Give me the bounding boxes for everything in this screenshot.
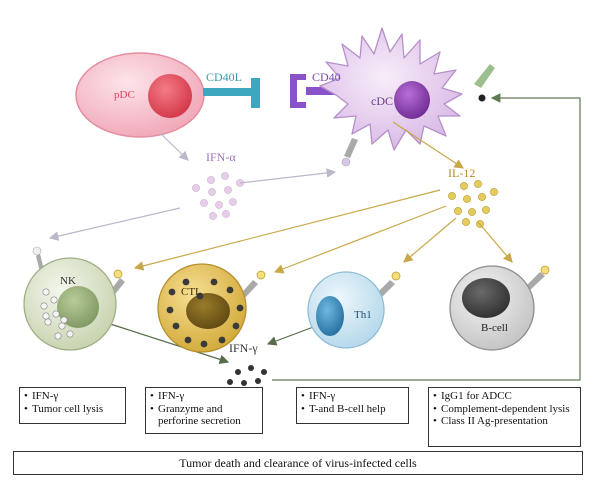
ifn-gamma-label: IFN-γ xyxy=(229,341,258,355)
il12-dot xyxy=(460,182,468,190)
b-cell-nucleus xyxy=(462,278,510,318)
il12-dot xyxy=(468,208,476,216)
cdc-antigen-receptor xyxy=(474,64,495,102)
nk-granule xyxy=(40,302,48,310)
th1-nucleus xyxy=(316,296,344,336)
ctl-granule xyxy=(236,304,244,312)
pdc-cell xyxy=(75,52,205,138)
nk-granule xyxy=(42,312,50,320)
list-item: •Tumor cell lysis xyxy=(24,402,104,415)
ctl-granule xyxy=(172,322,180,330)
b-cell xyxy=(449,265,550,351)
ifn-alpha-dot xyxy=(192,184,200,192)
nk-granule xyxy=(52,310,60,318)
list-item: •T-and B-cell help xyxy=(301,402,386,415)
ctl-granule xyxy=(210,278,218,286)
nk-granule xyxy=(54,332,62,340)
il12-label: IL-12 xyxy=(448,166,476,180)
nk-granule xyxy=(44,318,52,326)
il12-dot xyxy=(454,207,462,215)
list-item: •Complement-dependent lysis xyxy=(433,402,570,415)
arrows xyxy=(48,93,581,381)
b-cell-functions-box: •IgG1 for ADCC •Complement-dependent lys… xyxy=(428,387,581,447)
il12-particles xyxy=(448,180,498,228)
cdc-cell xyxy=(319,27,463,151)
ifn-alpha-particles xyxy=(192,172,244,220)
list-item: •Class II Ag-presentation xyxy=(433,415,548,427)
th1-cell xyxy=(307,271,401,349)
ctl-granule xyxy=(218,336,226,344)
il12-dot xyxy=(463,195,471,203)
list-item: •IFN-γ xyxy=(301,390,336,402)
ifn-gamma-dot xyxy=(235,369,241,375)
il12-dot xyxy=(482,206,490,214)
ifn-alpha-dot xyxy=(208,188,216,196)
ctl-functions-box: •IFN-γ •Granzyme and perforine secretion xyxy=(145,387,263,434)
nk-functions-box: •IFN-γ •Tumor cell lysis xyxy=(19,387,126,424)
ifn-alpha-dot xyxy=(207,176,215,184)
ctl-granule xyxy=(168,288,176,296)
il12-dot xyxy=(478,193,486,201)
th1-functions-box: •IFN-γ •T-and B-cell help xyxy=(296,387,409,424)
cd40-label: CD40 xyxy=(312,70,341,84)
list-item: •IFN-γ xyxy=(24,390,59,402)
nk-label: NK xyxy=(60,275,76,287)
il12-dot xyxy=(462,218,470,226)
ifn-alpha-dot xyxy=(209,212,217,220)
cdc-label: cDC xyxy=(371,94,393,108)
ifn-alpha-dot xyxy=(221,172,229,180)
nk-granule xyxy=(50,296,58,304)
ifn-gamma-dot xyxy=(255,378,261,384)
nk-granule xyxy=(60,316,68,324)
ifn-gamma-dot xyxy=(227,379,233,385)
b-cell-label: B-cell xyxy=(481,322,508,334)
ifn-alpha-dot xyxy=(224,186,232,194)
cd40l-ligand xyxy=(203,78,260,108)
ctl-granule xyxy=(166,306,174,314)
outcome-box: Tumor death and clearance of virus-infec… xyxy=(13,451,583,475)
ifn-alpha-dot xyxy=(229,198,237,206)
ctl-granule xyxy=(200,340,208,348)
ctl-label: CTL xyxy=(181,286,202,298)
nk-granule xyxy=(42,288,50,296)
ctl-granule xyxy=(182,278,190,286)
ctl-granule xyxy=(184,336,192,344)
ifn-gamma-dot xyxy=(261,369,267,375)
ifn-alpha-dot xyxy=(200,199,208,207)
ctl-granule xyxy=(196,292,204,300)
ifn-alpha-dot xyxy=(215,201,223,209)
ifn-gamma-dot xyxy=(241,380,247,386)
ifn-gamma-dot xyxy=(248,365,254,371)
ctl-cell xyxy=(157,263,266,353)
nk-granule xyxy=(66,330,74,338)
outcome-text: Tumor death and clearance of virus-infec… xyxy=(179,456,417,470)
nk-cell xyxy=(23,246,125,351)
ifn-alpha-dot xyxy=(222,210,230,218)
nk-nucleus xyxy=(57,286,99,328)
pdc-label: pDC xyxy=(114,89,135,101)
list-item: •Granzyme and perforine secretion xyxy=(150,402,241,428)
list-item: •IgG1 for ADCC xyxy=(433,390,512,402)
ctl-granule xyxy=(232,322,240,330)
il12-dot xyxy=(448,192,456,200)
ifn-alpha-label: IFN-α xyxy=(206,150,236,164)
list-item: •IFN-γ xyxy=(150,390,185,402)
ctl-granule xyxy=(226,286,234,294)
th1-label: Th1 xyxy=(354,309,372,321)
cdc-lower-receptor xyxy=(341,138,358,167)
cd40-receptor xyxy=(290,74,336,108)
il12-dot xyxy=(490,188,498,196)
il12-dot xyxy=(474,180,482,188)
ctl-nucleus xyxy=(186,293,230,329)
cd40l-label: CD40L xyxy=(206,70,242,84)
cdc-nucleus xyxy=(394,81,430,119)
pdc-nucleus xyxy=(148,74,192,118)
nk-granule xyxy=(58,322,66,330)
